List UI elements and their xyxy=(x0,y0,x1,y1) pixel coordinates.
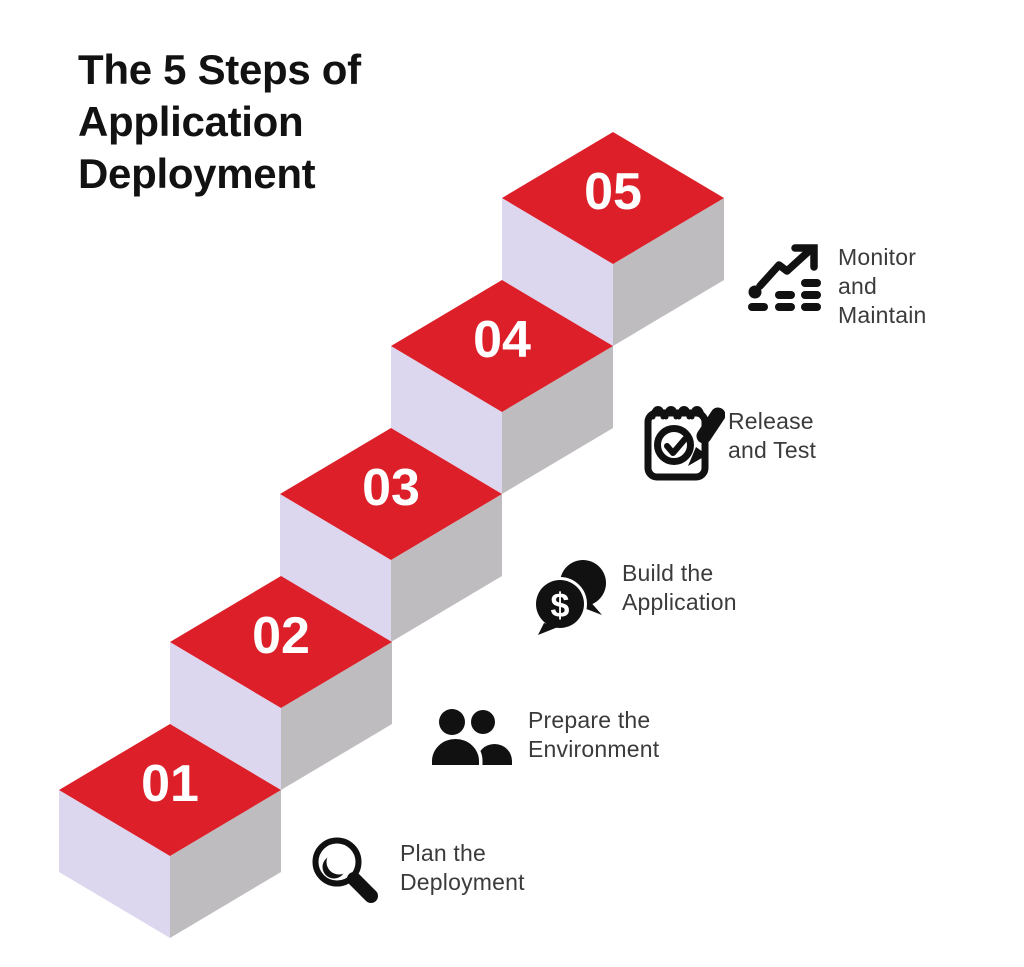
step-label-line: Plan the xyxy=(400,840,486,866)
search-icon xyxy=(308,832,384,913)
step-label-line: and xyxy=(838,273,877,299)
cube-left-face xyxy=(502,198,613,346)
step-block-03: 03 xyxy=(280,428,502,642)
cube-right-face xyxy=(613,198,724,346)
step-label-line: Environment xyxy=(528,736,660,762)
step-block-05: 05 xyxy=(502,132,724,346)
cube-right-face xyxy=(281,642,392,790)
step-label-prepare: Prepare the Environment xyxy=(528,706,659,764)
step-label-build: Build the Application xyxy=(622,559,737,617)
step-label-line: Release xyxy=(728,408,814,434)
cube-top-face xyxy=(170,576,392,708)
step-block-01: 01 xyxy=(59,724,281,938)
step-number: 05 xyxy=(584,163,642,221)
cube-right-face xyxy=(502,346,613,494)
title-line: The 5 Steps of xyxy=(78,46,361,93)
cube-left-face xyxy=(391,346,502,494)
cube-left-face xyxy=(59,790,170,938)
dollar-glyph: $ xyxy=(551,587,570,625)
step-label-release: Release and Test xyxy=(728,407,816,465)
cube-right-face xyxy=(170,790,281,938)
step-label-line: Monitor xyxy=(838,244,917,270)
step-number: 01 xyxy=(141,755,199,813)
title-line: Deployment xyxy=(78,150,316,197)
step-label-line: Prepare the xyxy=(528,707,651,733)
cube-top-face xyxy=(391,280,613,412)
users-icon xyxy=(428,697,512,772)
cube-left-face xyxy=(170,642,281,790)
step-number: 02 xyxy=(252,607,310,665)
cube-top-face xyxy=(502,132,724,264)
page-title: The 5 Steps of Application Deployment xyxy=(78,44,361,200)
checklist-pencil-icon xyxy=(641,396,726,489)
step-number: 03 xyxy=(362,459,420,517)
step-label-line: and Test xyxy=(728,437,817,463)
step-label-line: Build the xyxy=(622,560,714,586)
step-block-02: 02 xyxy=(170,576,392,790)
cube-top-face xyxy=(59,724,281,856)
step-label-plan: Plan the Deployment xyxy=(400,839,525,897)
chat-money-icon: $ xyxy=(532,551,616,640)
step-label-line: Application xyxy=(622,589,737,615)
cube-top-face xyxy=(280,428,502,560)
cube-left-face xyxy=(280,494,391,642)
step-label-monitor: Monitor and Maintain xyxy=(838,243,927,330)
title-line: Application xyxy=(78,98,304,145)
trend-chart-icon xyxy=(738,238,826,331)
cube-right-face xyxy=(391,494,502,642)
step-number: 04 xyxy=(473,311,531,369)
step-label-line: Deployment xyxy=(400,869,525,895)
step-label-line: Maintain xyxy=(838,302,927,328)
step-block-04: 04 xyxy=(391,280,613,494)
